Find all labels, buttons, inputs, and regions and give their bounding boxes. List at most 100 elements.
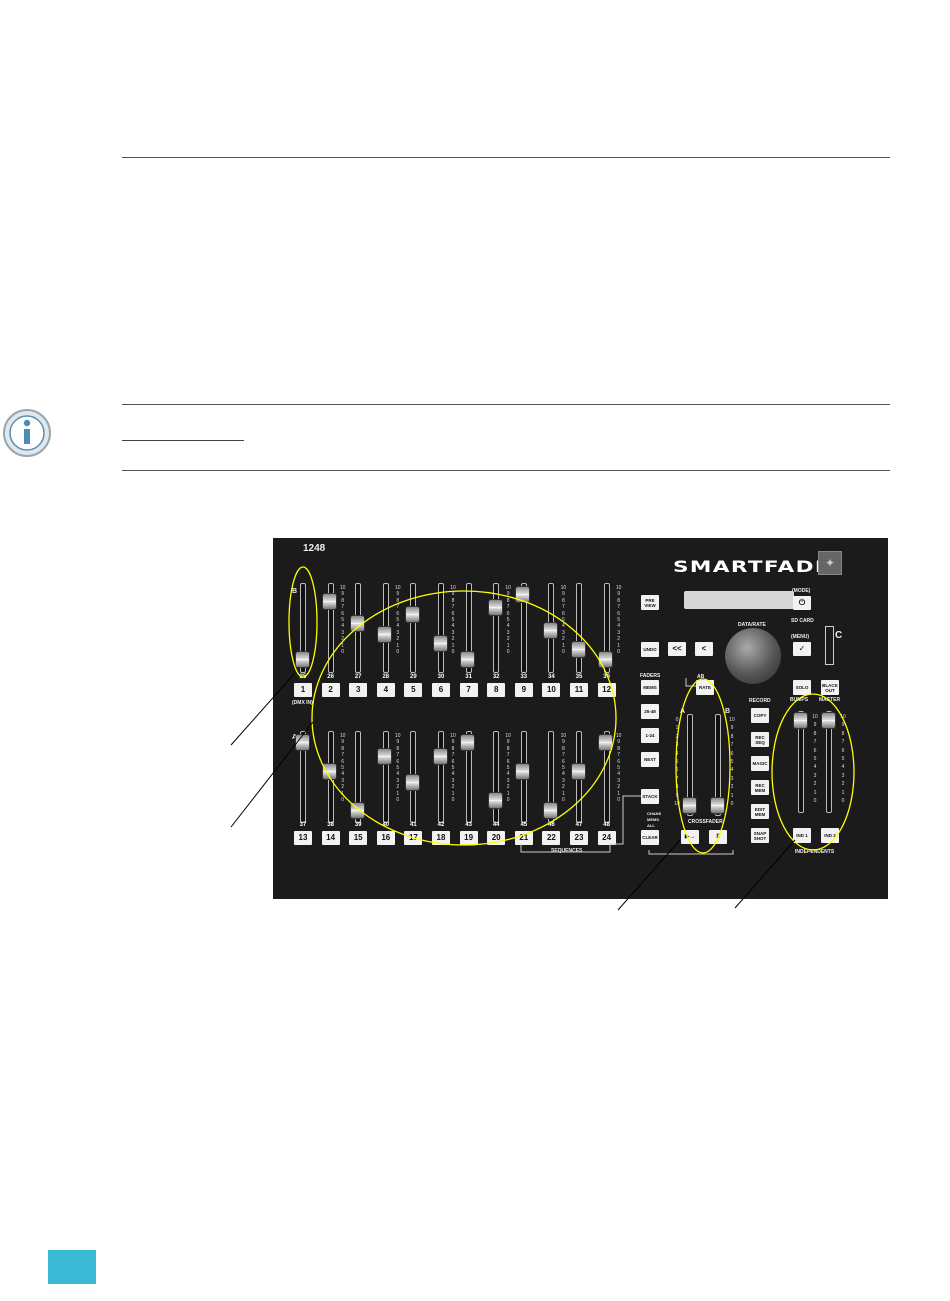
mems-button[interactable]: MEMS xyxy=(641,680,659,695)
magic-button[interactable]: MAGIC xyxy=(751,756,769,771)
mode-power-button[interactable]: ⏻ xyxy=(793,596,811,610)
rec-seq-button[interactable]: REC SEQ xyxy=(751,732,769,747)
crossfader-a-fader-track[interactable] xyxy=(687,714,693,816)
fader-scale-value: 3 xyxy=(396,629,400,636)
edit-mem-button[interactable]: EDIT MEM xyxy=(751,804,769,819)
channel-fader-track[interactable] xyxy=(355,731,362,823)
channel-bump-button[interactable]: 4 xyxy=(376,683,395,697)
menu-check-button[interactable]: ✓ xyxy=(793,642,811,656)
channel-fader-knob[interactable] xyxy=(323,763,337,779)
channel-fader-track[interactable] xyxy=(327,583,334,673)
channel-fader-knob[interactable] xyxy=(543,803,557,819)
rec-mem-button[interactable]: REC MEM xyxy=(751,780,769,795)
channel-bump-button[interactable]: 1 xyxy=(294,683,312,697)
channel-bump-button[interactable]: 19 xyxy=(459,831,478,845)
channel-fader-track[interactable] xyxy=(300,731,306,823)
channel-fader-track[interactable] xyxy=(576,583,582,673)
channel-bump-button[interactable]: 24 xyxy=(597,831,616,845)
undo-button[interactable]: UNDO xyxy=(641,642,659,657)
page-back-double-button[interactable]: << xyxy=(668,642,686,656)
preview-button[interactable]: PRE VIEW xyxy=(641,595,659,610)
channel-fader-knob[interactable] xyxy=(405,607,419,623)
channel-bump-button[interactable]: 11 xyxy=(570,683,588,697)
independent-2-fader-knob[interactable] xyxy=(821,713,835,728)
page-back-button[interactable]: < xyxy=(695,642,713,656)
channel-fader-knob[interactable] xyxy=(433,635,447,651)
channel-bump-button[interactable]: 14 xyxy=(321,831,340,845)
solo-button[interactable]: SOLO xyxy=(793,680,811,695)
channel-fader-knob[interactable] xyxy=(295,735,309,750)
channel-fader-knob[interactable] xyxy=(295,651,309,667)
next-button[interactable]: NEXT xyxy=(641,752,659,767)
channel-fader-knob[interactable] xyxy=(599,735,613,750)
channel-fader-track[interactable] xyxy=(493,731,500,823)
channel-fader-knob[interactable] xyxy=(433,749,447,765)
channel-fader-knob[interactable] xyxy=(405,774,419,790)
clear-button[interactable]: CLEAR xyxy=(641,830,659,845)
channel-bump-button[interactable]: 10 xyxy=(542,683,561,697)
channel-fader-knob[interactable] xyxy=(378,626,392,642)
crossfader-b-fader-track[interactable] xyxy=(715,714,721,816)
channel-bump-button[interactable]: 3 xyxy=(349,683,368,697)
channel-fader-knob[interactable] xyxy=(461,735,475,750)
fader-scale-value: 5 xyxy=(562,617,565,624)
channel-fader-track[interactable] xyxy=(493,583,500,673)
independent-1-fader-track[interactable] xyxy=(798,711,804,813)
independent-1-fader-knob[interactable] xyxy=(793,713,807,728)
channel-fader-knob[interactable] xyxy=(571,641,585,657)
crossfader-b-fader-knob[interactable] xyxy=(710,798,724,813)
channel-fader-track[interactable] xyxy=(603,731,610,823)
stack-button[interactable]: STACK xyxy=(641,789,659,804)
rate-button[interactable]: RATE xyxy=(696,680,714,695)
channel-fader-track[interactable] xyxy=(300,583,306,673)
channel-bump-button[interactable]: 18 xyxy=(432,831,450,845)
channel-fader-knob[interactable] xyxy=(461,651,475,667)
sd-card-slot[interactable] xyxy=(825,626,834,665)
channel-fader-knob[interactable] xyxy=(571,763,585,779)
channel-bump-button[interactable]: 23 xyxy=(570,831,588,845)
copy-button[interactable]: COPY xyxy=(751,708,769,723)
channel-fader-knob[interactable] xyxy=(488,792,502,808)
channel-fader-track[interactable] xyxy=(520,583,527,673)
range-1-24-button[interactable]: 1-24 xyxy=(641,728,659,743)
channel-bump-button[interactable]: 8 xyxy=(487,683,506,697)
channel-bump-button[interactable]: 22 xyxy=(542,831,561,845)
channel-fader-knob[interactable] xyxy=(350,615,364,631)
independent-2-fader-track[interactable] xyxy=(826,711,832,813)
channel-fader-knob[interactable] xyxy=(516,587,530,602)
fader-scale-value: 10 xyxy=(395,733,401,739)
channel-fader-knob[interactable] xyxy=(378,749,392,765)
channel-bump-button[interactable]: 13 xyxy=(294,831,312,845)
channel-bump-button[interactable]: 21 xyxy=(514,831,533,845)
fader-scale-value: 2 xyxy=(396,784,400,791)
channel-bump-button[interactable]: 2 xyxy=(321,683,340,697)
fader-scale-value: 0 xyxy=(506,649,510,656)
channel-fader-track[interactable] xyxy=(410,583,417,673)
channel-bump-button[interactable]: 15 xyxy=(349,831,368,845)
channel-fader-track[interactable] xyxy=(465,583,472,673)
fader-scale-value: 6 xyxy=(341,610,344,617)
channel-bump-button[interactable]: 6 xyxy=(432,683,450,697)
channel-fader-knob[interactable] xyxy=(516,763,530,779)
channel-bump-button[interactable]: 7 xyxy=(459,683,478,697)
fader-scale-value: 6 xyxy=(675,767,679,774)
channel-fader-knob[interactable] xyxy=(350,803,364,819)
channel-fader-track[interactable] xyxy=(438,583,444,673)
channel-fader-knob[interactable] xyxy=(599,651,613,667)
channel-bump-button[interactable]: 5 xyxy=(404,683,423,697)
range-25-48-button[interactable]: 25-48 xyxy=(641,704,659,719)
snap-shot-button[interactable]: SNAP SHOT xyxy=(751,828,769,843)
channel-bump-button[interactable]: 9 xyxy=(514,683,533,697)
channel-fader-track[interactable] xyxy=(465,731,472,823)
channel-bump-button[interactable]: 16 xyxy=(376,831,395,845)
channel-fader-track[interactable] xyxy=(382,731,389,823)
channel-fader-knob[interactable] xyxy=(323,594,337,610)
channel-fader-track[interactable] xyxy=(438,731,444,823)
channel-fader-knob[interactable] xyxy=(488,599,502,615)
data-rate-wheel[interactable] xyxy=(725,628,781,684)
fader-scale-value: 1 xyxy=(396,642,400,649)
crossfader-a-fader-knob[interactable] xyxy=(682,798,696,813)
ind1-button[interactable]: IND 1 xyxy=(793,828,811,843)
channel-fader-knob[interactable] xyxy=(543,623,557,638)
black-out-button[interactable]: BLACK OUT xyxy=(821,680,839,695)
